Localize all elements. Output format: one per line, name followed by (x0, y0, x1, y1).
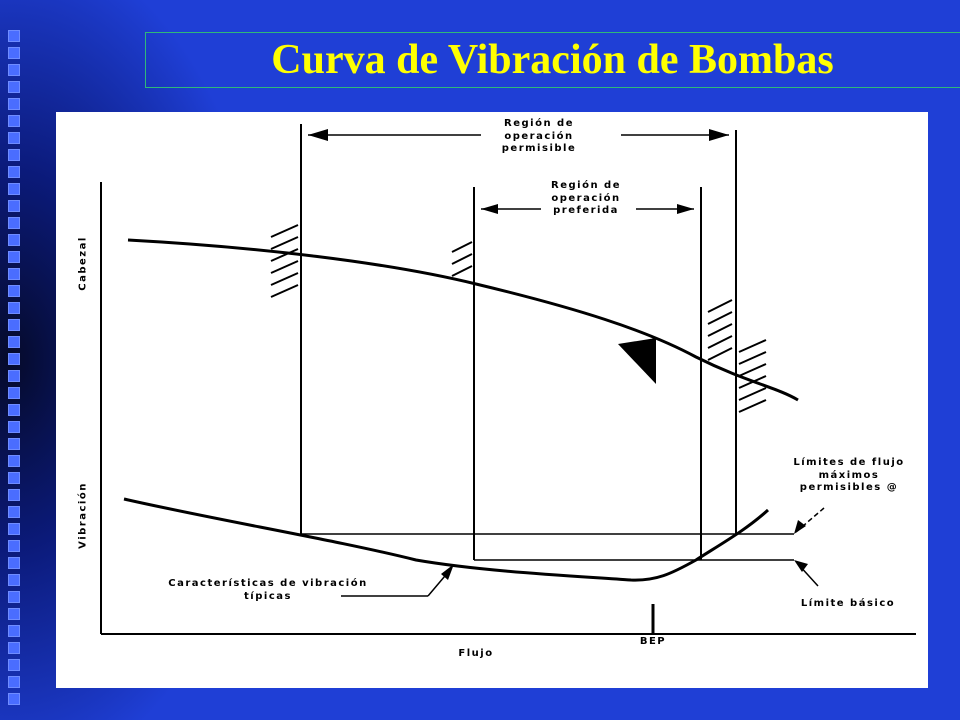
label-region-preferida: Región de operación preferida (551, 180, 621, 216)
hatch-left (270, 224, 299, 298)
label-region-permisible: Región de operación permisible (501, 118, 577, 154)
decorative-square (8, 132, 20, 144)
decorative-square (8, 693, 20, 705)
decorative-square (8, 98, 20, 110)
decorative-square (8, 642, 20, 654)
decorative-square (8, 472, 20, 484)
pump-vibration-diagram: Región de operación permisible Región de… (56, 112, 928, 688)
decorative-square (8, 234, 20, 246)
bep-marker-triangle (618, 338, 656, 384)
decorative-square (8, 438, 20, 450)
slide-title: Curva de Vibración de Bombas (271, 37, 834, 83)
decorative-square (8, 47, 20, 59)
decorative-square (8, 200, 20, 212)
decorative-square (8, 370, 20, 382)
arrowhead-limites-flujo (794, 520, 806, 534)
decorative-square (8, 523, 20, 535)
hatch-right-1 (707, 299, 733, 361)
diagram-svg (100, 124, 916, 635)
decorative-square (8, 455, 20, 467)
decorative-square (8, 183, 20, 195)
decorative-square (8, 64, 20, 76)
head-curve (127, 238, 799, 402)
decorative-square (8, 217, 20, 229)
decorative-square (8, 421, 20, 433)
axis-label-cabezal: Cabezal (77, 236, 89, 291)
hatch-mid (451, 241, 473, 277)
label-limite-basico: Límite básico (800, 598, 896, 609)
decorative-square (8, 30, 20, 42)
decorative-square (8, 387, 20, 399)
axis-label-vibracion: Vibración (77, 482, 89, 549)
decorative-square (8, 353, 20, 365)
axis-label-flujo: Flujo (458, 648, 494, 659)
decorative-square (8, 285, 20, 297)
arrow-preferida-right-head (677, 204, 694, 214)
decorative-square (8, 404, 20, 416)
label-caracteristicas: Características de vibración típicas (168, 578, 368, 602)
decorative-square (8, 115, 20, 127)
decorative-square (8, 540, 20, 552)
title-frame (145, 32, 960, 88)
label-limites-flujo: Límites de flujo máximos permisibles @ (793, 457, 905, 493)
decorative-square (8, 506, 20, 518)
decorative-square (8, 608, 20, 620)
decorative-square (8, 336, 20, 348)
arrow-permisible-right-head (709, 129, 729, 141)
arrow-permisible-left-head (308, 129, 328, 141)
decorative-square (8, 557, 20, 569)
decorative-square (8, 251, 20, 263)
decorative-square (8, 149, 20, 161)
decorative-square (8, 166, 20, 178)
decorative-square (8, 268, 20, 280)
decorative-square (8, 81, 20, 93)
arrowhead-limite-basico (794, 560, 808, 572)
decorative-square (8, 676, 20, 688)
leader-limites-flujo (795, 507, 825, 533)
decorative-square (8, 302, 20, 314)
arrowhead-caracteristicas (441, 564, 454, 580)
arrow-preferida-left-head (481, 204, 498, 214)
decorative-square (8, 489, 20, 501)
decorative-square (8, 319, 20, 331)
label-bep: BEP (639, 636, 667, 647)
left-square-column (0, 0, 30, 720)
decorative-square (8, 659, 20, 671)
decorative-square (8, 591, 20, 603)
hatch-right-2 (738, 339, 767, 413)
decorative-square (8, 574, 20, 586)
vibration-curve (123, 497, 770, 582)
decorative-square (8, 625, 20, 637)
